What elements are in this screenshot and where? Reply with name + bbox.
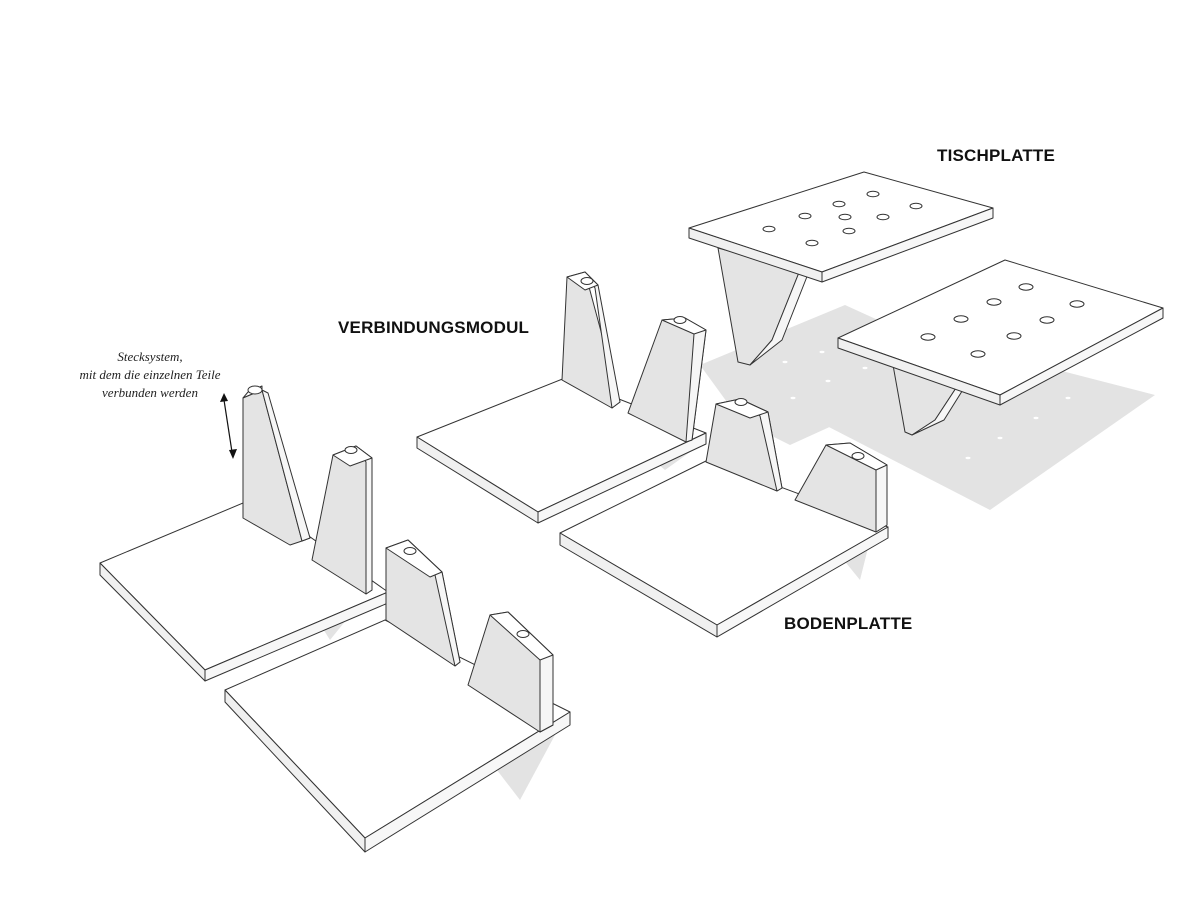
left-back-fin-1 (242, 385, 311, 546)
shadow-holes (782, 350, 1071, 460)
left-back-fin-2 (311, 445, 373, 595)
mid-back-fin-2 (627, 316, 707, 443)
mid-back-fin-1 (561, 271, 621, 409)
left-front-fin-2 (467, 611, 554, 733)
left-back-base-plate (99, 497, 389, 682)
label-tischplatte: TISCHPLATTE (937, 146, 1056, 165)
annotation-line-1: Stecksystem, (117, 349, 183, 364)
table-top-2 (837, 259, 1164, 406)
table-top-1-holes (762, 190, 923, 247)
label-verbindungsmodul: VERBINDUNGSMODUL (338, 318, 530, 337)
annotation-stecksystem: Stecksystem, mit dem die einzelnen Teile… (40, 348, 260, 402)
annotation-line-2: mit dem die einzelnen Teile (79, 367, 221, 382)
table-top-2-holes (920, 283, 1085, 358)
table-top-1 (688, 171, 994, 283)
mid-front-fin-1 (705, 398, 783, 492)
annotation-line-3: verbunden werden (102, 385, 198, 400)
double-arrow-icon (220, 393, 237, 459)
label-bodenplatte: BODENPLATTE (784, 614, 913, 633)
mid-front-fin-2 (794, 442, 888, 533)
left-front-fin-1 (385, 539, 461, 667)
